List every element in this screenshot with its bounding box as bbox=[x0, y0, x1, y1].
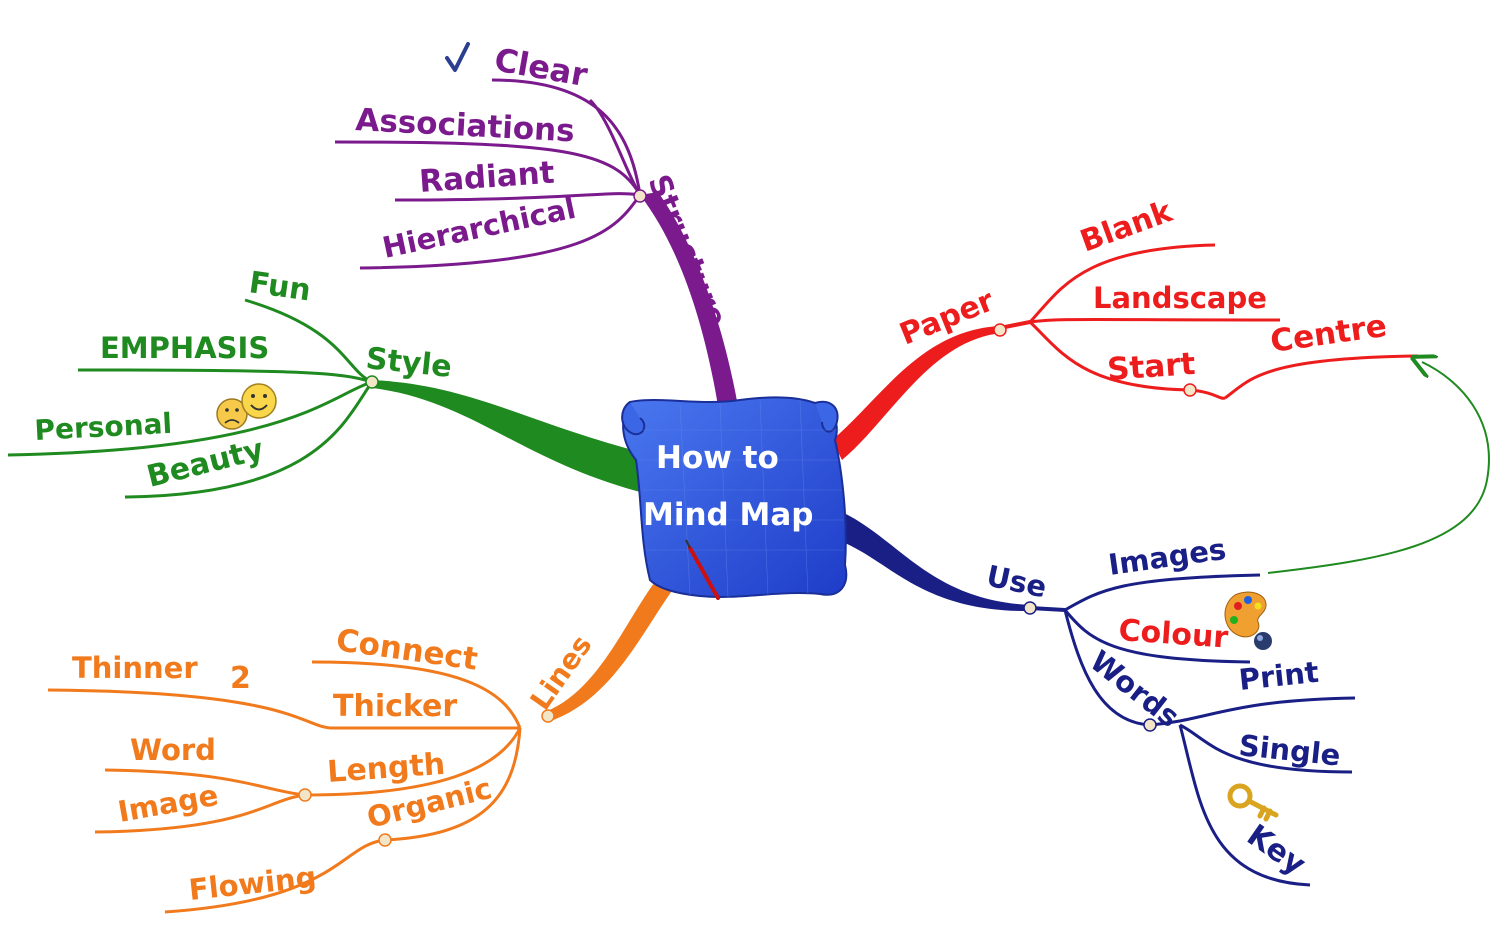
length-node-dot bbox=[298, 788, 312, 802]
hierarchical-line bbox=[359, 194, 642, 270]
central-scroll-curl-top bbox=[814, 400, 839, 433]
checkmark-icon bbox=[445, 42, 470, 72]
colour-line bbox=[1063, 609, 1251, 664]
use-node-dot bbox=[1023, 601, 1037, 615]
fun-label: Fun bbox=[247, 265, 313, 308]
paper-node-dot bbox=[993, 323, 1007, 337]
connect-label: Connect bbox=[334, 622, 480, 677]
start-line bbox=[1028, 320, 1226, 400]
central-title-line1: How to bbox=[656, 440, 779, 476]
flowing-label: Flowing bbox=[187, 860, 318, 907]
central-node: How to Mind Map bbox=[621, 396, 848, 600]
associations-line bbox=[334, 140, 642, 196]
connect-line bbox=[311, 660, 522, 729]
central-scroll-curl-left bbox=[621, 401, 646, 436]
image-label: Image bbox=[115, 778, 220, 829]
thinner-line bbox=[47, 688, 331, 730]
print-line bbox=[1149, 696, 1356, 727]
emphasis-line bbox=[77, 368, 373, 384]
key-label: Key bbox=[1240, 818, 1312, 883]
blank-line bbox=[1028, 243, 1216, 324]
use-label: Use bbox=[984, 559, 1050, 605]
image-line bbox=[94, 793, 306, 834]
palette-icon bbox=[1224, 591, 1272, 650]
thinner-note-label: 2 bbox=[230, 661, 251, 696]
key-icon bbox=[1227, 783, 1279, 822]
lines-node-dot bbox=[541, 709, 555, 723]
style-node-dot bbox=[365, 375, 379, 389]
smiley-faces-icon bbox=[216, 383, 277, 430]
single-line bbox=[1179, 723, 1353, 774]
thicker-label: Thicker bbox=[333, 689, 457, 724]
length-line bbox=[304, 727, 522, 797]
pencil-icon bbox=[685, 539, 720, 600]
radiant-label: Radiant bbox=[418, 155, 556, 200]
branch-style: Style Fun EMPHASIS Personal Beauty bbox=[7, 265, 640, 499]
lines-main-branch bbox=[545, 575, 676, 722]
print-label: Print bbox=[1237, 655, 1320, 697]
structure-connector bbox=[588, 98, 642, 196]
thinner-label: Thinner bbox=[72, 651, 198, 685]
key-line bbox=[1178, 724, 1311, 887]
fun-line bbox=[244, 298, 373, 384]
flowing-line bbox=[164, 838, 386, 914]
structure-main-branch bbox=[640, 192, 742, 432]
images-label: Images bbox=[1106, 532, 1228, 582]
centre-line bbox=[1224, 354, 1419, 400]
colour-label: Colour bbox=[1117, 613, 1229, 656]
lines-label: Lines bbox=[524, 629, 599, 716]
centre-label: Centre bbox=[1268, 308, 1389, 360]
personal-label: Personal bbox=[34, 407, 173, 447]
images-line bbox=[1064, 573, 1261, 612]
length-label: Length bbox=[326, 747, 446, 790]
paper-main-branch bbox=[832, 326, 1002, 460]
central-scroll-shape bbox=[622, 396, 848, 598]
organic-node-dot bbox=[378, 833, 392, 847]
word-label: Word bbox=[130, 733, 216, 767]
radiant-line bbox=[394, 192, 641, 202]
clear-label: Clear bbox=[492, 40, 591, 94]
hierarchical-label: Hierarchical bbox=[379, 191, 578, 265]
words-line bbox=[1063, 609, 1151, 727]
start-label: Start bbox=[1106, 346, 1197, 388]
words-node-dot bbox=[1143, 718, 1157, 732]
structure-label: Structure bbox=[641, 170, 734, 332]
style-main-branch bbox=[372, 380, 640, 492]
branch-paper: Paper Blank Landscape Start Centre bbox=[832, 194, 1419, 460]
structure-node-dot bbox=[633, 189, 647, 203]
central-title-line2: Mind Map bbox=[643, 497, 814, 533]
emphasis-label: EMPHASIS bbox=[100, 331, 269, 365]
landscape-label: Landscape bbox=[1093, 281, 1267, 315]
start-node-dot bbox=[1183, 383, 1197, 397]
single-label: Single bbox=[1237, 728, 1342, 772]
personal-line bbox=[7, 380, 373, 457]
organic-line bbox=[384, 727, 522, 842]
beauty-label: Beauty bbox=[143, 432, 267, 495]
images-to-centre-arrow bbox=[1267, 362, 1490, 574]
landscape-line bbox=[1029, 318, 1281, 324]
beauty-line bbox=[124, 381, 374, 499]
central-grid bbox=[640, 399, 844, 599]
word-line bbox=[104, 768, 306, 797]
branch-use: Use Images Colour Words Print Single Key bbox=[838, 512, 1356, 887]
clear-line bbox=[491, 78, 642, 196]
use-main-branch bbox=[838, 512, 1030, 612]
branch-lines: Lines Connect Thicker Thinner 2 Length W… bbox=[47, 575, 676, 914]
